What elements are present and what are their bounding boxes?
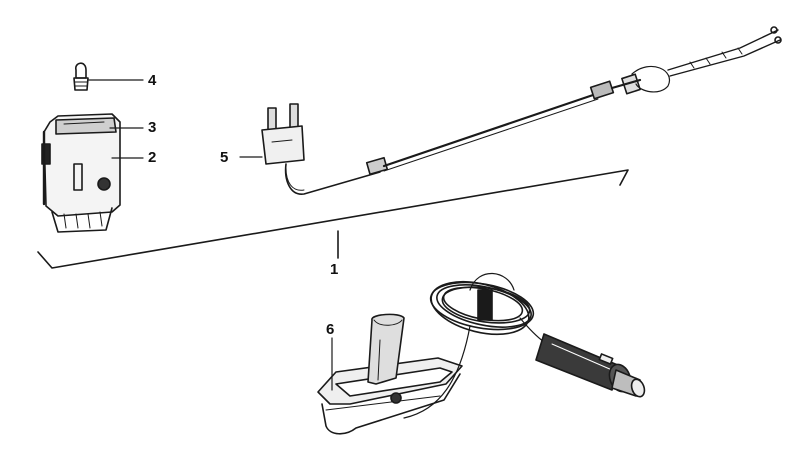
callout-6: 6 xyxy=(326,321,335,338)
plug-connector-part xyxy=(239,26,782,195)
bulb-part xyxy=(73,62,144,91)
clip-handle-part xyxy=(317,313,463,435)
lighter-plug-part xyxy=(535,333,646,398)
lamp-housing-part xyxy=(41,113,144,233)
group-bracket xyxy=(37,169,629,269)
callout-5: 5 xyxy=(220,149,229,166)
callout-4: 4 xyxy=(148,72,157,89)
cable-coil-part xyxy=(403,272,545,419)
callout-1: 1 xyxy=(330,261,339,278)
callout-3: 3 xyxy=(148,119,157,136)
callout-2: 2 xyxy=(148,149,157,166)
lens-cap xyxy=(55,117,117,135)
